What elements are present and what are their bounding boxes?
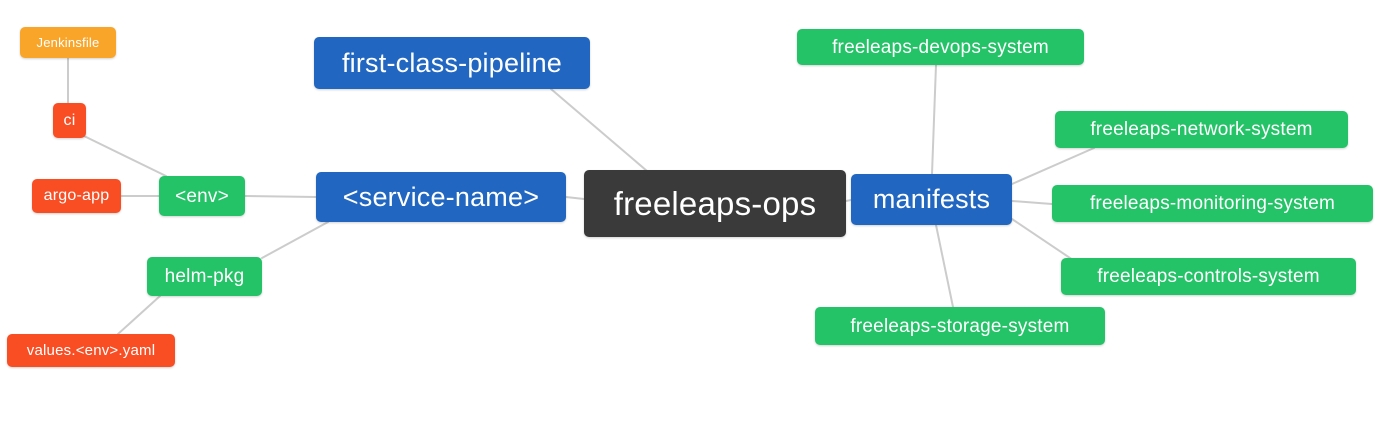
node-label: freeleaps-ops bbox=[613, 185, 817, 222]
edge-service-name-to-helm-pkg bbox=[261, 221, 329, 259]
mindmap-node-network-system[interactable]: freeleaps-network-system bbox=[1055, 111, 1348, 148]
node-label: helm-pkg bbox=[164, 266, 245, 287]
mindmap-node-devops-system[interactable]: freeleaps-devops-system bbox=[797, 29, 1084, 65]
node-label: freeleaps-storage-system bbox=[850, 315, 1070, 337]
mindmap-node-helm-pkg[interactable]: helm-pkg bbox=[147, 257, 262, 296]
mindmap-node-first-class-pipeline[interactable]: first-class-pipeline bbox=[314, 37, 590, 89]
node-label: <service-name> bbox=[342, 181, 540, 212]
mindmap-node-values-env-yaml[interactable]: values.<env>.yaml bbox=[7, 334, 175, 367]
mindmap-node-service-name[interactable]: <service-name> bbox=[316, 172, 566, 222]
node-label: freeleaps-monitoring-system bbox=[1089, 193, 1336, 214]
edge-service-name-to-freeleaps-ops bbox=[565, 196, 585, 200]
edge-helm-pkg-to-values-env-yaml bbox=[117, 295, 161, 335]
edge-first-class-pipeline-to-freeleaps-ops bbox=[550, 88, 648, 172]
edge-manifests-to-devops-system bbox=[931, 64, 937, 175]
node-label: Jenkinsfile bbox=[36, 35, 100, 50]
node-label: argo-app bbox=[43, 187, 110, 204]
node-label: ci bbox=[63, 111, 76, 129]
mindmap-node-ci[interactable]: ci bbox=[53, 103, 86, 138]
mindmap-node-monitoring-system[interactable]: freeleaps-monitoring-system bbox=[1052, 185, 1373, 222]
edge-manifests-to-monitoring-system bbox=[1011, 200, 1053, 205]
mindmap-node-env[interactable]: <env> bbox=[159, 176, 245, 216]
node-label: freeleaps-network-system bbox=[1090, 119, 1313, 140]
edge-manifests-to-storage-system bbox=[935, 224, 954, 308]
node-label: first-class-pipeline bbox=[341, 47, 563, 78]
edge-manifests-to-network-system bbox=[1011, 147, 1095, 185]
mindmap-node-argo-app[interactable]: argo-app bbox=[32, 179, 121, 213]
edge-ci-to-env bbox=[83, 135, 167, 177]
node-label: values.<env>.yaml bbox=[26, 342, 156, 359]
edge-manifests-to-controls-system bbox=[1011, 218, 1074, 261]
mindmap-node-manifests[interactable]: manifests bbox=[851, 174, 1012, 225]
node-label: <env> bbox=[175, 185, 229, 207]
mindmap-node-controls-system[interactable]: freeleaps-controls-system bbox=[1061, 258, 1356, 295]
mindmap-node-storage-system[interactable]: freeleaps-storage-system bbox=[815, 307, 1105, 345]
edge-freeleaps-ops-to-manifests bbox=[845, 199, 852, 202]
node-label: manifests bbox=[872, 184, 991, 214]
mindmap-node-freeleaps-ops[interactable]: freeleaps-ops bbox=[584, 170, 846, 237]
mindmap-node-jenkinsfile[interactable]: Jenkinsfile bbox=[20, 27, 116, 58]
node-label: freeleaps-devops-system bbox=[832, 36, 1049, 58]
edge-env-to-service-name bbox=[244, 195, 317, 198]
node-label: freeleaps-controls-system bbox=[1097, 266, 1320, 287]
